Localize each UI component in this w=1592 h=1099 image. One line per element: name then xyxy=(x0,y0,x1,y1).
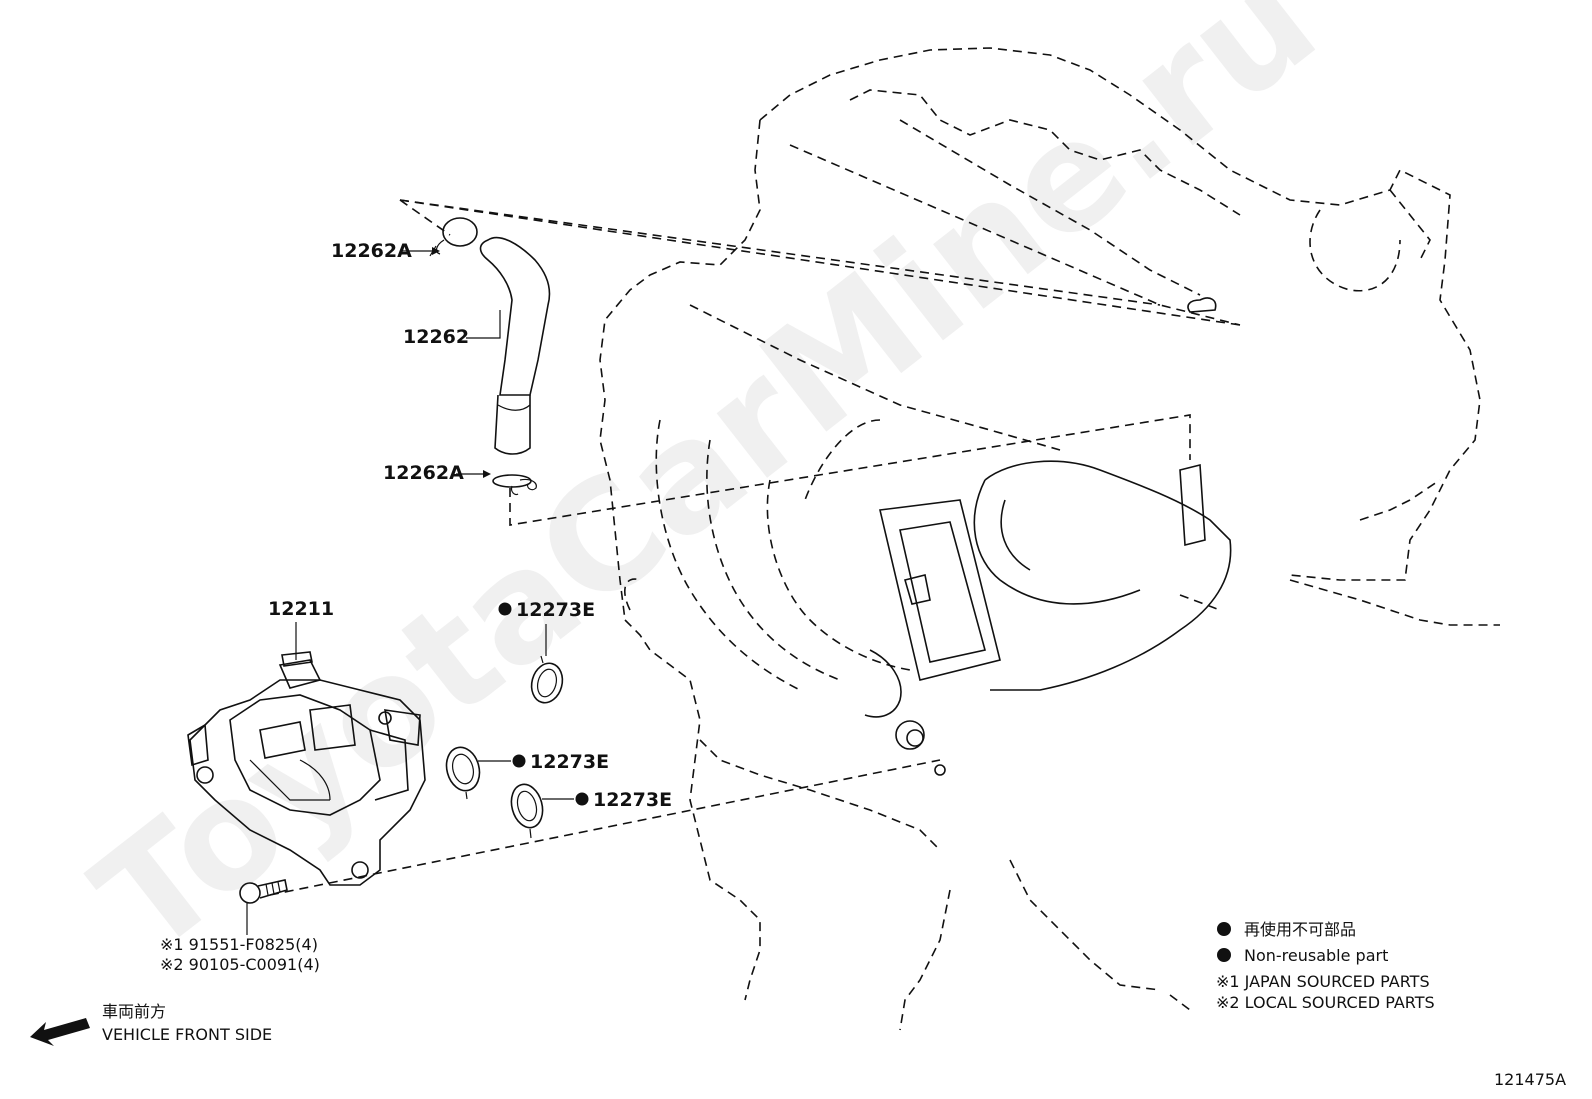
bolt-part-line-1: ※1 91551-F0825(4) xyxy=(160,935,318,954)
non-reusable-dot-1 xyxy=(498,602,512,616)
gasket-2 xyxy=(445,746,481,800)
label-12273E-2: 12273E xyxy=(530,751,609,773)
front-direction-en: VEHICLE FRONT SIDE xyxy=(102,1025,272,1044)
front-direction-jp: 車両前方 xyxy=(102,1002,166,1021)
watermark: ToyotaCarMine.ru xyxy=(65,0,1347,988)
legend-dot-2 xyxy=(1217,948,1231,962)
bolt-part-line-2: ※2 90105-C0091(4) xyxy=(160,955,320,974)
ventilation-hose xyxy=(479,236,551,455)
legend-non-reusable-en: Non-reusable part xyxy=(1244,946,1388,965)
bolt xyxy=(239,879,288,904)
front-direction-indicator: 車両前方 VEHICLE FRONT SIDE xyxy=(30,1002,272,1046)
legend: 再使用不可部品 Non-reusable part ※1 JAPAN SOURC… xyxy=(1216,920,1435,1012)
gasket-3 xyxy=(510,783,544,839)
legend-note-1: ※1 JAPAN SOURCED PARTS xyxy=(1216,972,1430,991)
label-12211: 12211 xyxy=(268,598,334,620)
oil-separator xyxy=(187,651,426,886)
legend-dot-1 xyxy=(1217,922,1231,936)
non-reusable-dot-2 xyxy=(512,754,526,768)
gasket-1 xyxy=(530,655,564,704)
hose-clip-bottom xyxy=(492,474,537,496)
callouts: 12262A 12262 12262A 12211 12273E 12273E … xyxy=(160,240,672,974)
arrow-left-icon xyxy=(30,1018,90,1046)
legend-non-reusable-jp: 再使用不可部品 xyxy=(1244,920,1356,939)
label-12273E-1: 12273E xyxy=(516,599,595,621)
non-reusable-dot-3 xyxy=(575,792,589,806)
label-12262A-top: 12262A xyxy=(331,240,412,262)
legend-note-2: ※2 LOCAL SOURCED PARTS xyxy=(1216,993,1435,1012)
leader-lines xyxy=(269,199,1241,896)
hose-clip-top xyxy=(429,217,478,257)
label-12262: 12262 xyxy=(403,326,469,348)
label-12262A-bottom: 12262A xyxy=(383,462,464,484)
diagram-id: 121475A xyxy=(1494,1070,1566,1089)
engine-outline xyxy=(599,47,1500,1031)
label-12273E-3: 12273E xyxy=(593,789,672,811)
